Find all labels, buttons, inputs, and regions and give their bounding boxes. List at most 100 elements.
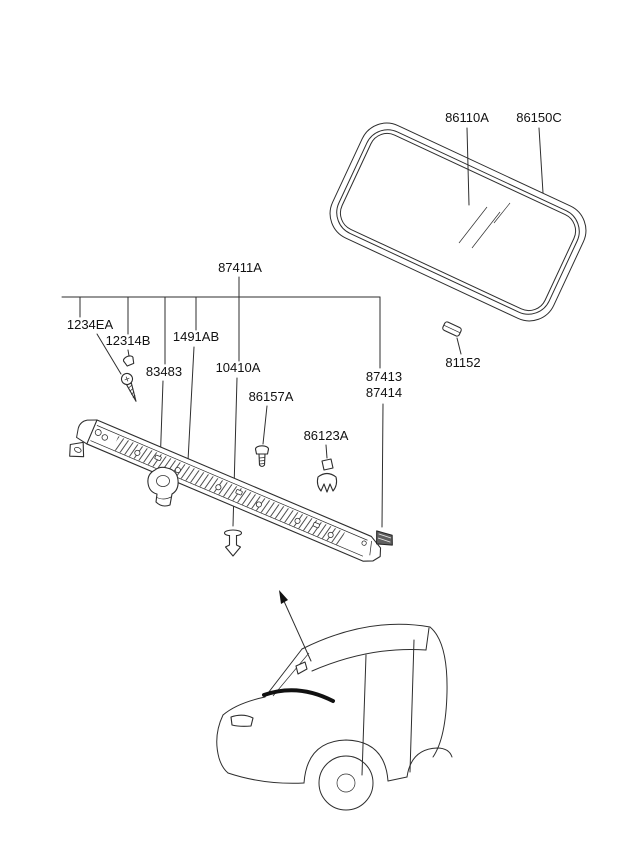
hook-clip-icon [147,466,179,507]
leader-line [187,346,195,462]
arrow-shaft [282,598,312,662]
rear-wheel-arch [406,747,453,778]
part-label-molding: 86150C [516,110,562,125]
vent-hole [255,501,262,508]
part-label-glass: 86110A [445,110,489,125]
leader-line [466,127,470,206]
plug-stem [224,535,242,557]
leader-line [127,349,130,357]
hook-clip-detail [155,496,172,500]
grommet-icon [122,355,135,367]
end-clip-icon [376,530,393,546]
part-label-screw: 1234EA [67,317,114,332]
rear-line [429,626,448,758]
molding-outer-outline [329,122,587,322]
vent-hole [101,434,109,441]
part-label-end-clip-upper: 87413 [366,369,402,384]
molding-joint-clip [442,321,462,337]
screw-thread [259,463,265,465]
windshield-assembly [329,122,587,337]
leader-line [325,444,328,459]
vent-hole [134,449,141,456]
front-wheel-hub [336,773,356,793]
door-line [361,654,367,776]
hood-line [222,696,266,716]
window-rear-edge [425,627,430,651]
leader-line [538,127,544,194]
leader-line [262,405,268,445]
tapping-screw-icon [254,445,270,468]
vent-grille-hatching [112,436,345,546]
vent-hole [327,531,334,538]
part-label-hook: 83483 [146,364,182,379]
windshield-line [272,652,310,697]
screw-thread [259,460,265,462]
screw-slot [125,376,129,382]
clip-spring [316,472,338,493]
spring-clip-icon [316,458,338,493]
end-hole [94,429,102,436]
front-wheel [318,755,374,811]
front-wheel-arch [303,739,389,784]
part-label-bolt: 1491AB [173,329,219,344]
glass-outline [339,132,577,312]
reflection-stroke [471,211,501,249]
car-sketch [216,590,453,811]
cowl-tab-slot [74,446,82,453]
grommet-body [123,357,135,367]
reflection-stroke [493,202,511,224]
roof-line [301,623,431,650]
vent-hole [174,467,181,474]
end-clip-detail [377,537,391,543]
front-nose-line [216,714,229,774]
part-labels: 86110A 86150C 81152 87411A 1234EA 12314B… [67,110,562,443]
location-arrow [279,590,312,662]
leader-lines [61,127,544,528]
screw-thread [259,457,265,459]
end-clip-detail [378,533,392,539]
leader-line [96,333,122,375]
reflection-stroke [458,206,488,244]
cowl-grille-panel [69,419,382,562]
rocker-line [387,776,408,782]
vent-slot [235,489,243,496]
part-label-plug: 10410A [216,360,261,375]
leader-line [456,337,462,355]
cowl-inner-edge [90,440,364,557]
arrow-head [279,590,288,604]
hook-clip-hole [156,475,170,487]
mirror [295,661,308,675]
part-label-clip: 86123A [304,428,349,443]
part-label-grommet: 12314B [106,333,151,348]
cowl-area-highlight [262,688,335,703]
screw-icon [120,372,137,402]
vent-hole [215,484,222,491]
part-label-cowl-cover: 87411A [218,260,262,275]
cowl-tip-notch [369,540,372,556]
screw-thread [130,391,135,395]
vent-slot [154,454,162,461]
joint-clip-detail [443,324,461,334]
vent-slot [312,521,321,529]
glass-reflection-marks [458,202,511,249]
molding-inner-outline [336,129,580,315]
door-line [409,639,415,773]
bumper-line [227,772,305,784]
cowl-inner-edge [96,425,368,541]
screw-head-side [254,448,270,455]
headlight [230,714,254,727]
screw-thread [127,384,133,389]
part-label-end-clip-lower: 87414 [366,385,402,400]
screw-shank [126,382,137,402]
push-plug-icon [223,529,243,557]
part-label-joint-clip: 81152 [445,355,480,370]
leader-line [381,403,384,528]
vent-hole [294,517,301,524]
screw-thread [129,388,134,392]
vent-hole [361,540,367,546]
screw-thread [132,394,136,398]
beltline [311,649,427,672]
part-label-tapping-screw: 86157A [249,389,294,404]
